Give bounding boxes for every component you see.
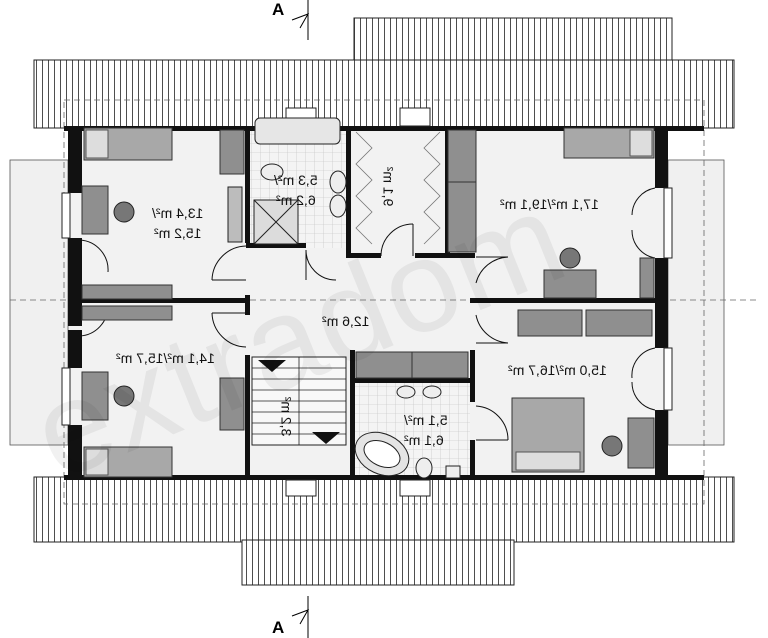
room-label-bathroom-small-1: 5,3 m²/ [274,172,318,188]
room-label-bedroom-top-left-2: 15,2 m² [154,225,202,241]
section-marker-top: A [272,0,285,19]
roof-bottom [33,476,735,586]
room-label-hall: 12,6 m² [322,313,370,329]
furniture [81,117,655,479]
section-line [291,0,310,638]
section-marker-bottom: A [272,618,285,637]
room-label-bedroom-top-right: 17,1 m²/19,1 m² [500,196,599,212]
room-label-bathroom-large-1: 5,1 m²/ [404,412,448,428]
room-label-stairs: 3,2 m² [278,396,295,437]
room-label-bathroom-large-2: 6,1 m² [404,432,444,448]
room-label-bedroom-bottom-right: 15,0 m²/16,7 m² [508,362,607,378]
room-label-closet: 9,1 m² [380,166,397,207]
room-label-bathroom-small-2: 6,2 m² [276,192,316,208]
windows [61,107,673,497]
room-label-bedroom-top-left-1: 13,4 m²/ [152,205,204,221]
room-label-bedroom-bottom-left: 14,1 m²/15,7 m² [116,350,215,366]
roof-top [33,17,735,129]
